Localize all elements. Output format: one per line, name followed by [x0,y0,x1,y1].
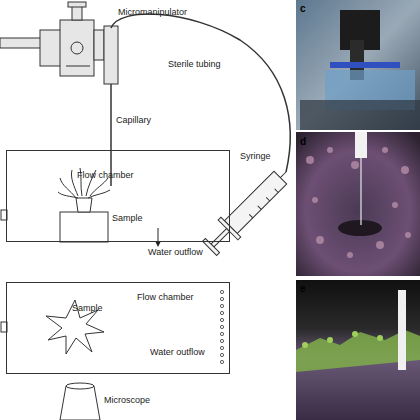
panel-letter: d [300,137,306,147]
panel-letter: e [300,284,306,294]
tubing-line [111,14,290,172]
callout-label: Water outflow [150,348,205,357]
outflow-holes [220,290,223,363]
micromanipulator-drawing [0,2,118,84]
microscope-drawing [60,386,100,420]
syringe-drawing [200,162,296,258]
photo-e [296,280,420,420]
node-title: Flow chamber [77,171,134,180]
flow-chamber-box: Flow chamber [6,150,230,242]
callout-label: Sterile tubing [168,60,221,69]
microscope-lens [66,383,94,389]
photo-c [296,0,420,130]
callout-label: Sample [72,304,103,313]
photo-d [296,132,420,276]
callout-label: Sample [112,214,143,223]
callout-label: Syringe [240,152,271,161]
callout-label: Water outflow [148,248,203,257]
callout-label: Microscope [104,396,150,405]
panel-letter: c [300,4,306,14]
flow-chamber-box: Flow chamber [6,282,230,374]
sample-top-drawing [46,300,104,354]
callout-label: Capillary [116,116,151,125]
node-title: Flow chamber [137,293,194,302]
callout-label: Micromanipulator [118,8,187,17]
